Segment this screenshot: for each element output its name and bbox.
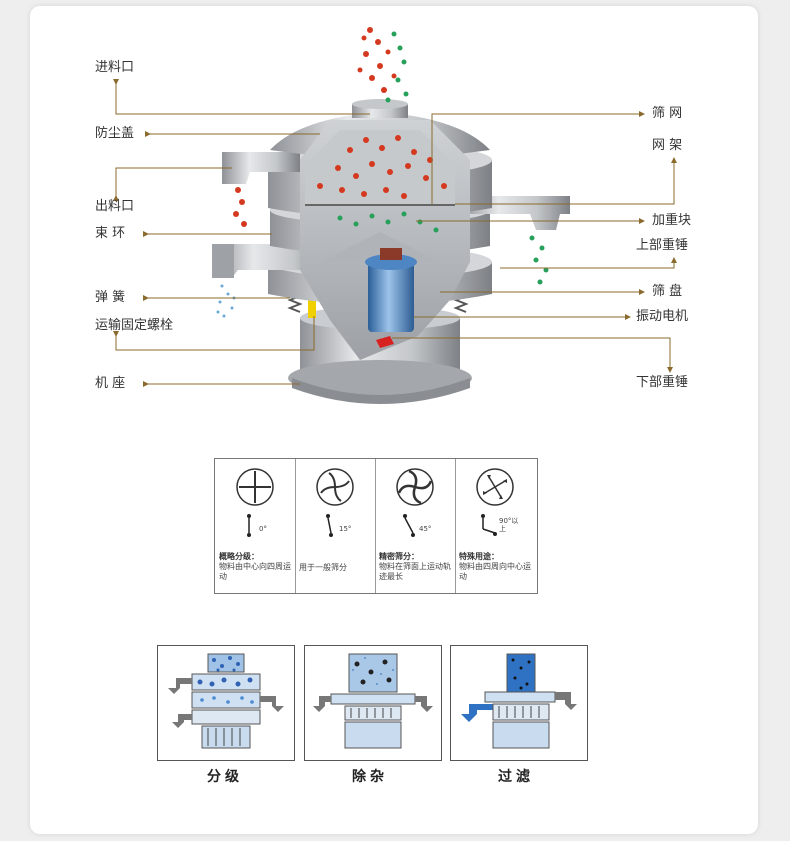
powder-particles <box>216 284 236 318</box>
angle-90-icon <box>481 514 497 536</box>
right-leader-lines <box>392 111 677 373</box>
motion-table: 0° 概略分级： 物料由中心向四周运动 15° 用于一般筛分 45° 精密筛分：… <box>214 458 538 594</box>
transport-bolt-part <box>308 290 316 318</box>
caption-text-1: 用于一般筛分 <box>299 563 347 572</box>
angle-15-icon <box>326 514 333 537</box>
motion-column-3: 90°以上 特殊用途： 物料由四周向中心运动 <box>455 459 535 593</box>
caption-title-0: 概略分级： <box>219 552 259 561</box>
motion-column-0: 0° 概略分级： 物料由中心向四周运动 <box>215 459 296 593</box>
swirl-45-icon <box>396 468 434 506</box>
process-label-filtering: 过滤 <box>498 769 534 785</box>
angle-label-2: 45° <box>419 525 432 533</box>
grading-icon <box>168 653 284 749</box>
process-box-grading <box>157 645 295 761</box>
label-transport-bolt: 运输固定螺栓 <box>95 318 174 333</box>
impurity-removal-icon <box>313 653 433 749</box>
motion-column-2: 45° 精密筛分： 物料在筛面上运动轨迹最长 <box>375 459 456 593</box>
label-clamp-ring: 束 环 <box>95 226 126 241</box>
caption-text-2: 物料在筛面上运动轨迹最长 <box>379 562 451 581</box>
caption-text-3: 物料由四周向中心运动 <box>459 562 531 581</box>
swirl-15-icon <box>316 468 354 506</box>
angle-label-3: 90°以上 <box>499 517 519 533</box>
process-label-grading: 分级 <box>207 769 243 785</box>
label-lower-hammer: 下部重锤 <box>636 375 689 390</box>
caption-title-3: 特殊用途： <box>459 552 499 561</box>
swirl-90-icon <box>476 468 514 506</box>
label-upper-hammer: 上部重锤 <box>636 238 689 253</box>
coarse-particles <box>233 27 447 227</box>
label-vibration-motor: 振动电机 <box>636 309 689 324</box>
left-leader-lines <box>113 79 370 387</box>
fine-particles <box>337 31 549 285</box>
label-outlet: 出料口 <box>95 199 135 214</box>
label-inlet: 进料口 <box>95 60 135 75</box>
process-box-impurity-removal <box>304 645 442 761</box>
label-weight-block: 加重块 <box>652 213 692 228</box>
caption-text-0: 物料由中心向四周运动 <box>219 562 291 581</box>
label-base: 机 座 <box>95 376 126 391</box>
process-label-impurity-removal: 除杂 <box>352 769 388 785</box>
label-spring: 弹 簧 <box>95 290 126 305</box>
filtering-icon <box>461 653 577 749</box>
motion-column-1: 15° 用于一般筛分 <box>295 459 376 593</box>
label-dust-cover: 防尘盖 <box>95 126 135 141</box>
angle-label-0: 0° <box>259 525 267 533</box>
caption-title-2: 精密筛分： <box>379 552 419 561</box>
label-screen-mesh: 筛 网 <box>652 106 683 121</box>
label-mesh-frame: 网 架 <box>652 138 683 153</box>
angle-0-icon <box>247 514 251 537</box>
vibration-motor-part <box>365 248 417 348</box>
label-screen-tray: 筛 盘 <box>652 284 683 299</box>
vibrating-screen-diagram <box>113 27 677 404</box>
angle-45-icon <box>403 514 415 537</box>
angle-label-1: 15° <box>339 525 352 533</box>
process-box-filtering <box>450 645 588 761</box>
crosshair-0-icon <box>236 468 274 506</box>
